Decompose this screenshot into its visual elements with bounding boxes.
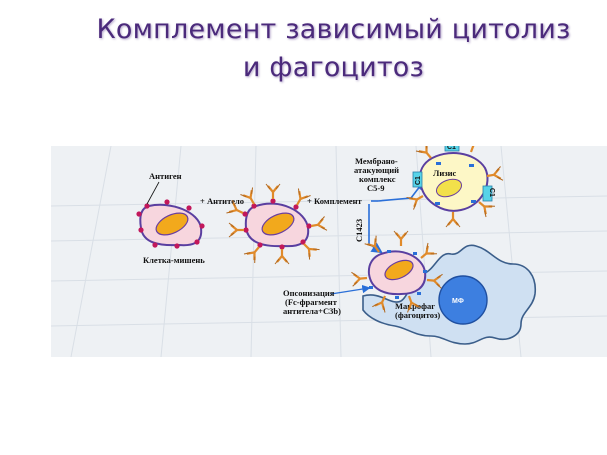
background-grid	[51, 146, 607, 357]
c1-left-box	[412, 171, 423, 188]
opsonization-label-line-2: (Fc-фрагмент	[285, 297, 338, 307]
antigen-dots	[136, 199, 205, 249]
mac-label-line-2: атакующий	[354, 165, 399, 175]
antibody-coated-cell	[225, 182, 329, 266]
lysis-label: Лизис	[433, 168, 457, 178]
antigen-label: Антиген	[149, 171, 182, 181]
c1-top-label: C1	[447, 146, 456, 151]
diagram-panel: Антиген Клетка-мишень + Антитело + Компл…	[51, 146, 607, 357]
mac-label-line-4: C5-9	[367, 183, 384, 193]
c1-top-box	[444, 146, 460, 152]
arrow-opsonization	[330, 284, 371, 295]
slide-title-line-2: и фагоцитоз	[242, 52, 425, 83]
macrophage-nucleus	[438, 275, 488, 325]
opsonization-label-line-1: Опсонизация	[283, 288, 335, 298]
lysed-cell: C1 C1 C1	[405, 146, 505, 229]
antigen-pointer	[146, 181, 160, 205]
c1-left-label: C1	[415, 176, 422, 185]
target-cell-label: Клетка-мишень	[143, 255, 205, 265]
target-cell	[136, 199, 205, 249]
plus-antibody-label: + Антитело	[200, 196, 244, 206]
macrophage	[362, 244, 537, 345]
c1-right-label: C1	[488, 188, 495, 197]
cytolysis-diagram: Антиген Клетка-мишень + Антитело + Компл…	[51, 146, 607, 357]
opsonization-label-line-3: антитела+C3b)	[283, 306, 341, 316]
macrophage-label-line-2: (фагоцитоз)	[395, 310, 440, 320]
mac-label-line-1: Мембрано-	[355, 156, 398, 166]
opsonized-cell	[350, 229, 444, 314]
plus-complement-label: + Комплемент	[307, 196, 362, 206]
c1-right-box	[482, 185, 493, 202]
slide-title-line-1: Комплемент зависимый цитолиз	[96, 14, 571, 45]
c1423-label: C1423	[354, 219, 364, 242]
mac-label-line-3: комплекс	[359, 174, 396, 184]
mf-label: МФ	[452, 298, 464, 305]
